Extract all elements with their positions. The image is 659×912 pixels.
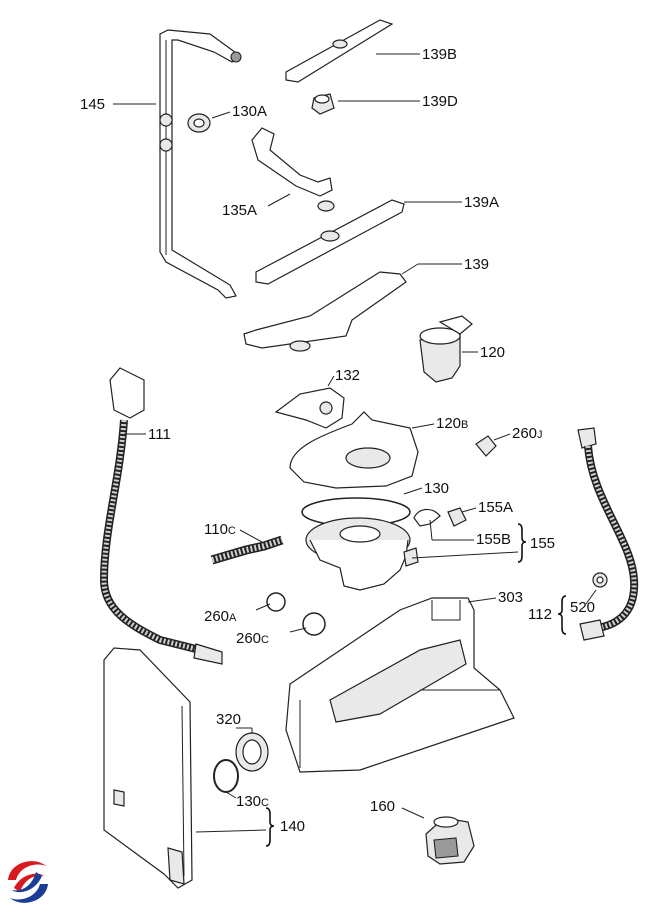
- label-130c: 130C: [236, 793, 269, 810]
- label-139: 139: [464, 256, 489, 273]
- part-112-inlet-hose: [577, 427, 639, 641]
- part-140-panel: [103, 647, 193, 889]
- part-520-washer: [592, 572, 608, 588]
- label-120b: 120B: [436, 415, 468, 432]
- label-110c: 110C: [204, 521, 236, 538]
- part-120-filter: [419, 315, 473, 383]
- part-132-bracket: [274, 387, 345, 429]
- label-140: 140: [280, 818, 305, 835]
- part-303-base: [285, 597, 515, 773]
- part-260a-clamp: [266, 592, 286, 612]
- part-111-drain-hose: [99, 367, 223, 665]
- part-320-ring: [235, 732, 269, 772]
- part-155a-valve: [447, 507, 467, 527]
- label-130: 130: [424, 480, 449, 497]
- label-155b: 155B: [476, 531, 511, 548]
- label-160: 160: [370, 798, 395, 815]
- label-260j: 260J: [512, 425, 543, 442]
- part-260c-clamp: [302, 612, 326, 636]
- part-sump-assembly: [305, 517, 419, 591]
- part-160-pump: [425, 816, 475, 865]
- label-112: 112: [528, 606, 552, 623]
- part-155b-flap: [413, 508, 441, 527]
- label-135a: 135A: [222, 202, 257, 219]
- part-139d-nut: [311, 93, 335, 115]
- label-303: 303: [498, 589, 523, 606]
- label-320: 320: [216, 711, 241, 728]
- part-260j-clip: [475, 435, 497, 457]
- part-139a-middle-spray-arm: [255, 199, 405, 285]
- part-120b-microfilter: [289, 411, 419, 489]
- part-110c-hose: [210, 535, 284, 565]
- label-120: 120: [480, 344, 505, 361]
- label-155a: 155A: [478, 499, 513, 516]
- part-130a-grommet: [187, 113, 211, 133]
- label-111: 111: [148, 426, 171, 443]
- part-145-supply-pipe: [159, 29, 242, 299]
- label-155: 155: [530, 535, 555, 552]
- label-520: 520: [570, 599, 595, 616]
- part-139b-upper-spray-arm: [285, 19, 394, 83]
- label-145: 145: [80, 96, 105, 113]
- label-139d: 139D: [422, 93, 458, 110]
- brand-swirl-logo-icon: [4, 858, 52, 906]
- label-130a: 130A: [232, 103, 267, 120]
- part-135a-spray-arm-support: [251, 127, 335, 212]
- part-130c-ring: [213, 759, 239, 793]
- label-260a: 260A: [204, 608, 237, 625]
- label-260c: 260C: [236, 630, 269, 647]
- part-139-lower-spray-arm: [243, 271, 407, 352]
- label-132: 132: [335, 367, 360, 384]
- label-139b: 139B: [422, 46, 457, 63]
- label-139a: 139A: [464, 194, 499, 211]
